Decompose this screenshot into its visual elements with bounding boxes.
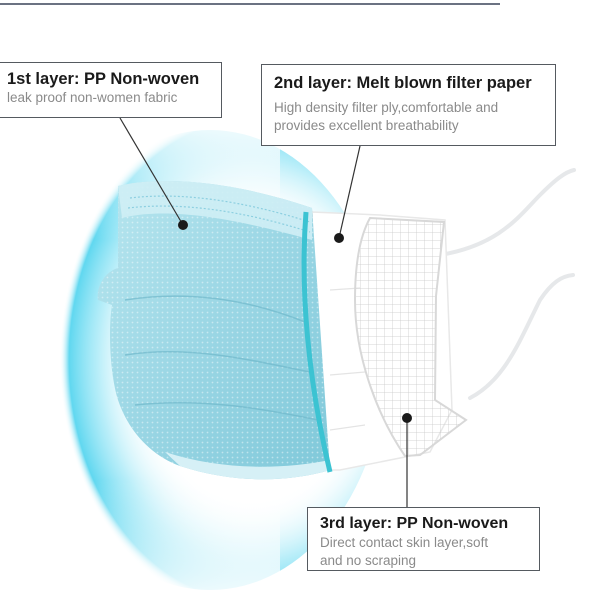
layer-3-grid: [353, 216, 468, 458]
callout-layer-3: 3rd layer: PP Non-woven Direct contact s…: [307, 507, 540, 571]
callout-layer-2-title: 2nd layer: Melt blown filter paper: [274, 74, 532, 92]
callout-layer-2-description-line-1: High density filter ply,comfortable and: [274, 100, 499, 115]
callout-layer-3-description-line-1: Direct contact skin layer,soft: [320, 535, 489, 550]
ear-loops: [438, 168, 576, 400]
callout-layer-3-description-line-2: and no scraping: [320, 553, 417, 568]
callout-layer-1-title: 1st layer: PP Non-woven: [7, 70, 200, 88]
callout-layer-2: 2nd layer: Melt blown filter paper High …: [261, 64, 556, 146]
leader-lines: [119, 117, 412, 507]
callout-layer-1-description: leak proof non-women fabric: [7, 90, 178, 105]
top-divider-line: [0, 3, 500, 5]
layer-1-blue-mask: [97, 181, 333, 480]
callout-layer-3-title: 3rd layer: PP Non-woven: [320, 515, 509, 532]
callout-layer-2-description-line-2: provides excellent breathability: [274, 118, 459, 133]
callout-layer-1: 1st layer: PP Non-woven leak proof non-w…: [0, 62, 222, 118]
